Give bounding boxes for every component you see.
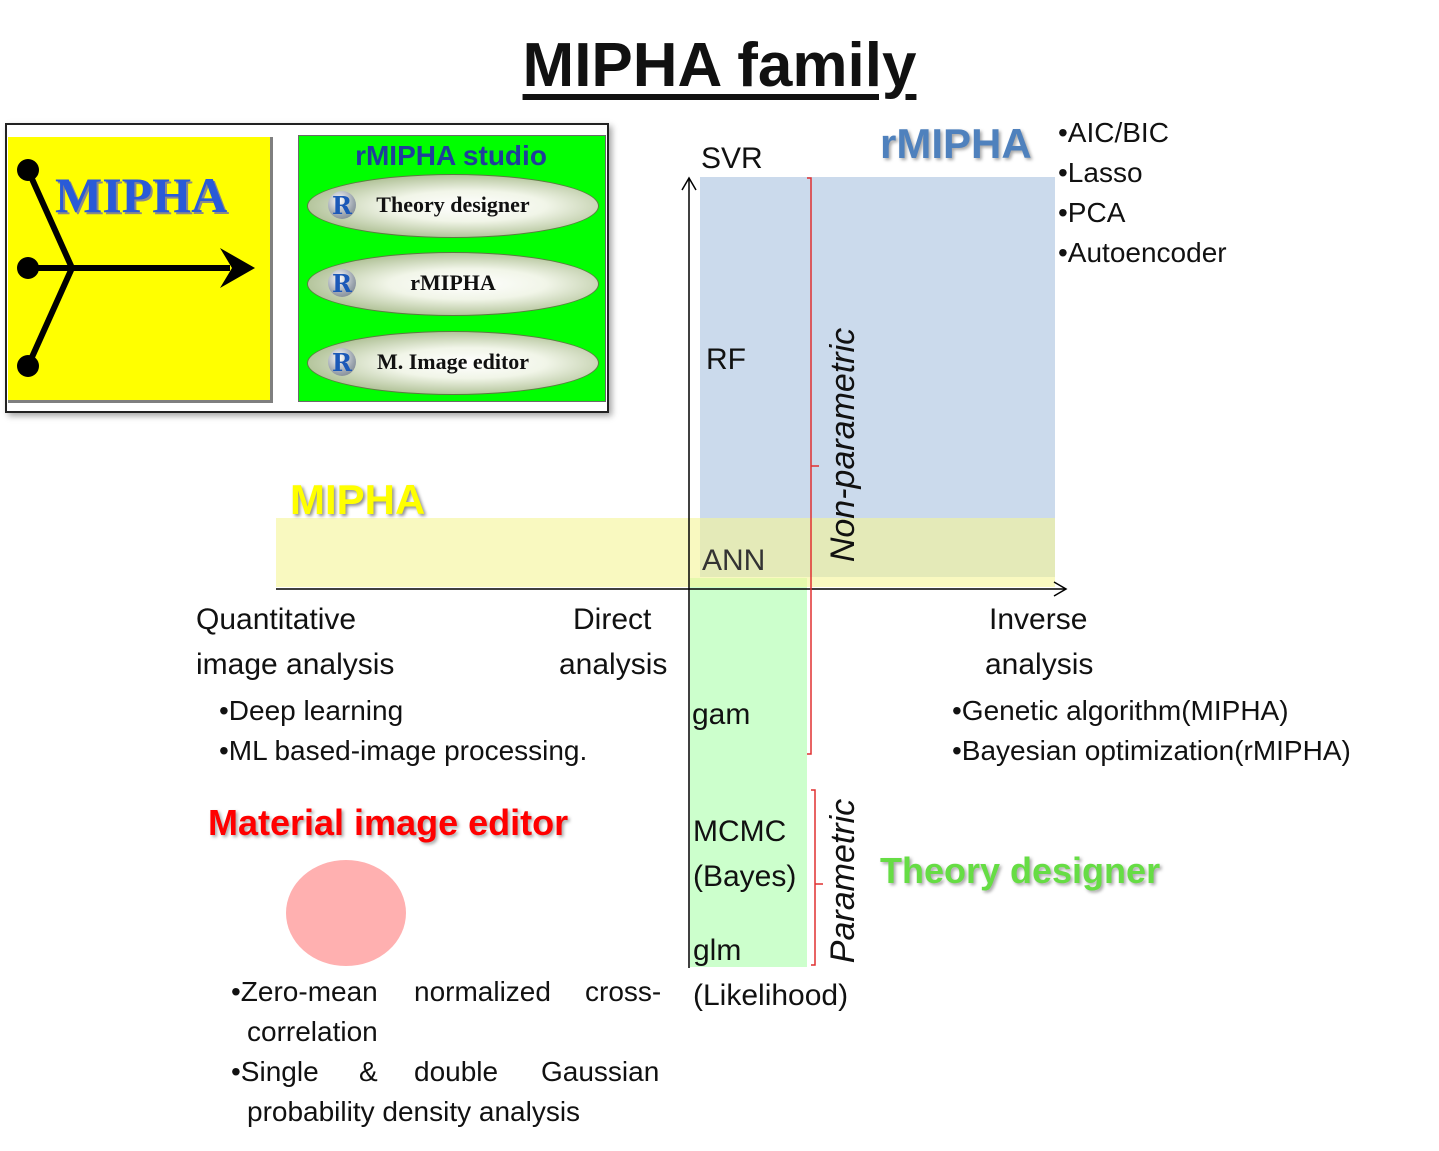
bullet-zncc-word3: cross- xyxy=(585,976,662,1007)
bullet-genetic-algorithm: •Genetic algorithm(MIPHA) xyxy=(952,695,1289,726)
bullet-bayesian-optimization: •Bayesian optimization(rMIPHA) xyxy=(952,735,1351,766)
image-editor-button[interactable]: R M. Image editor xyxy=(307,331,599,395)
inverse-label-line1: Inverse xyxy=(989,603,1088,636)
method-glm: glm xyxy=(693,934,742,967)
bullet-deep-learning: •Deep learning xyxy=(219,695,404,726)
inverse-label-line2: analysis xyxy=(985,648,1094,681)
bullet-gaussian-word4: Gaussian xyxy=(541,1056,660,1087)
method-gam: gam xyxy=(692,698,751,731)
bullet-gaussian-line2: probability density analysis xyxy=(247,1096,581,1127)
direct-label-line1: Direct xyxy=(573,603,652,636)
bullet-ml-image-processing: •ML based-image processing. xyxy=(219,735,588,766)
rmipha-region xyxy=(700,177,1055,577)
direct-label-line2: analysis xyxy=(559,648,668,681)
bullet-lasso: •Lasso xyxy=(1058,157,1143,188)
bullet-gaussian-word3: double xyxy=(414,1056,499,1087)
theory-designer-label: Theory designer xyxy=(376,192,530,217)
bullet-gaussian-word2: & xyxy=(359,1056,378,1087)
bullet-gaussian-word1: •Single xyxy=(231,1056,319,1087)
studio-title: rMIPHA studio xyxy=(355,140,547,171)
bullet-autoencoder: •Autoencoder xyxy=(1058,237,1227,268)
rmipha-button[interactable]: R rMIPHA xyxy=(307,252,599,316)
method-rf: RF xyxy=(706,343,746,376)
rmipha-label: rMIPHA xyxy=(410,270,496,295)
quantitative-label-line1: Quantitative xyxy=(196,603,357,636)
quantitative-label-line2: image analysis xyxy=(196,648,395,681)
r-logo-icon: R xyxy=(328,191,356,220)
method-ann: ANN xyxy=(702,544,766,577)
material-image-editor-label: Material image editor xyxy=(208,802,569,843)
bullet-aic-bic: •AIC/BIC xyxy=(1058,117,1169,148)
mipha-region xyxy=(276,518,1055,587)
rmipha-region-label: rMIPHA xyxy=(880,120,1032,167)
method-svr: SVR xyxy=(701,142,763,175)
theory-designer-region xyxy=(690,578,807,967)
method-bayes: (Bayes) xyxy=(693,860,797,893)
theory-designer-region-label: Theory designer xyxy=(880,850,1161,891)
method-likelihood: (Likelihood) xyxy=(693,979,849,1012)
bullet-zncc-word1: •Zero-mean xyxy=(231,976,378,1007)
image-editor-label: M. Image editor xyxy=(376,349,530,374)
r-logo-icon: R xyxy=(328,348,356,377)
theory-designer-button[interactable]: R Theory designer xyxy=(307,174,599,238)
bullet-pca: •PCA xyxy=(1058,197,1126,228)
bullet-zncc-line2: correlation xyxy=(247,1016,378,1047)
bullet-zncc-word2: normalized xyxy=(414,976,551,1007)
mipha-region-label: MIPHA xyxy=(290,476,426,523)
r-logo-icon: R xyxy=(328,269,356,298)
mipha-logo-text: MIPHA xyxy=(55,167,228,223)
page-title: MIPHA family xyxy=(522,31,917,100)
method-mcmc: MCMC xyxy=(693,815,787,848)
